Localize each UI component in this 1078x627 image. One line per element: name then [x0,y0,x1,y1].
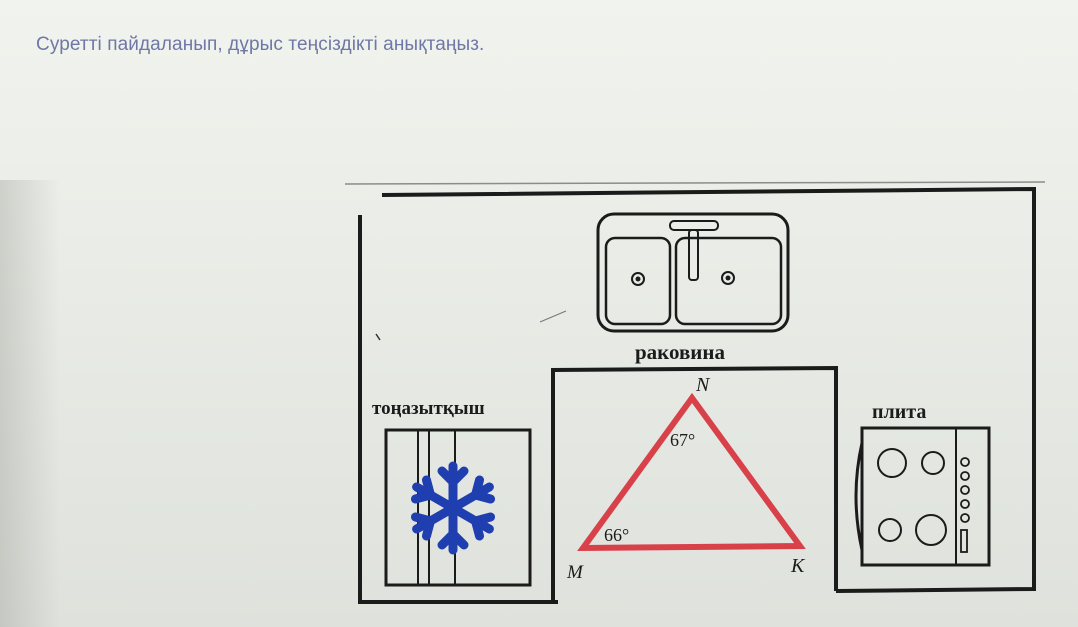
sink-label: раковина [635,340,726,364]
top-thin-line [344,181,1046,185]
sink-icon [596,212,790,333]
vertex-m-label: M [566,562,584,583]
fridge-label: тоңазытқыш [372,398,485,419]
stove-burners-icon [854,426,991,567]
vertex-k-label: K [790,555,806,577]
question-text: Суретті пайдаланып, дұрыс теңсіздікті ан… [36,34,485,55]
angle-n-label: 67° [670,430,695,450]
room-wall-left [358,215,558,604]
vertex-n-label: N [695,374,711,396]
stove-label: плита [872,401,926,423]
triangle-mnk [577,392,806,552]
angle-m-label: 66° [604,525,629,545]
stray-mark [539,310,567,323]
photo-edge-shade [0,180,60,627]
room-wall-right [381,186,1036,593]
stray-mark [375,333,381,341]
snowflake-icon [410,461,496,555]
fridge-icon [384,428,532,587]
center-island [551,365,838,602]
